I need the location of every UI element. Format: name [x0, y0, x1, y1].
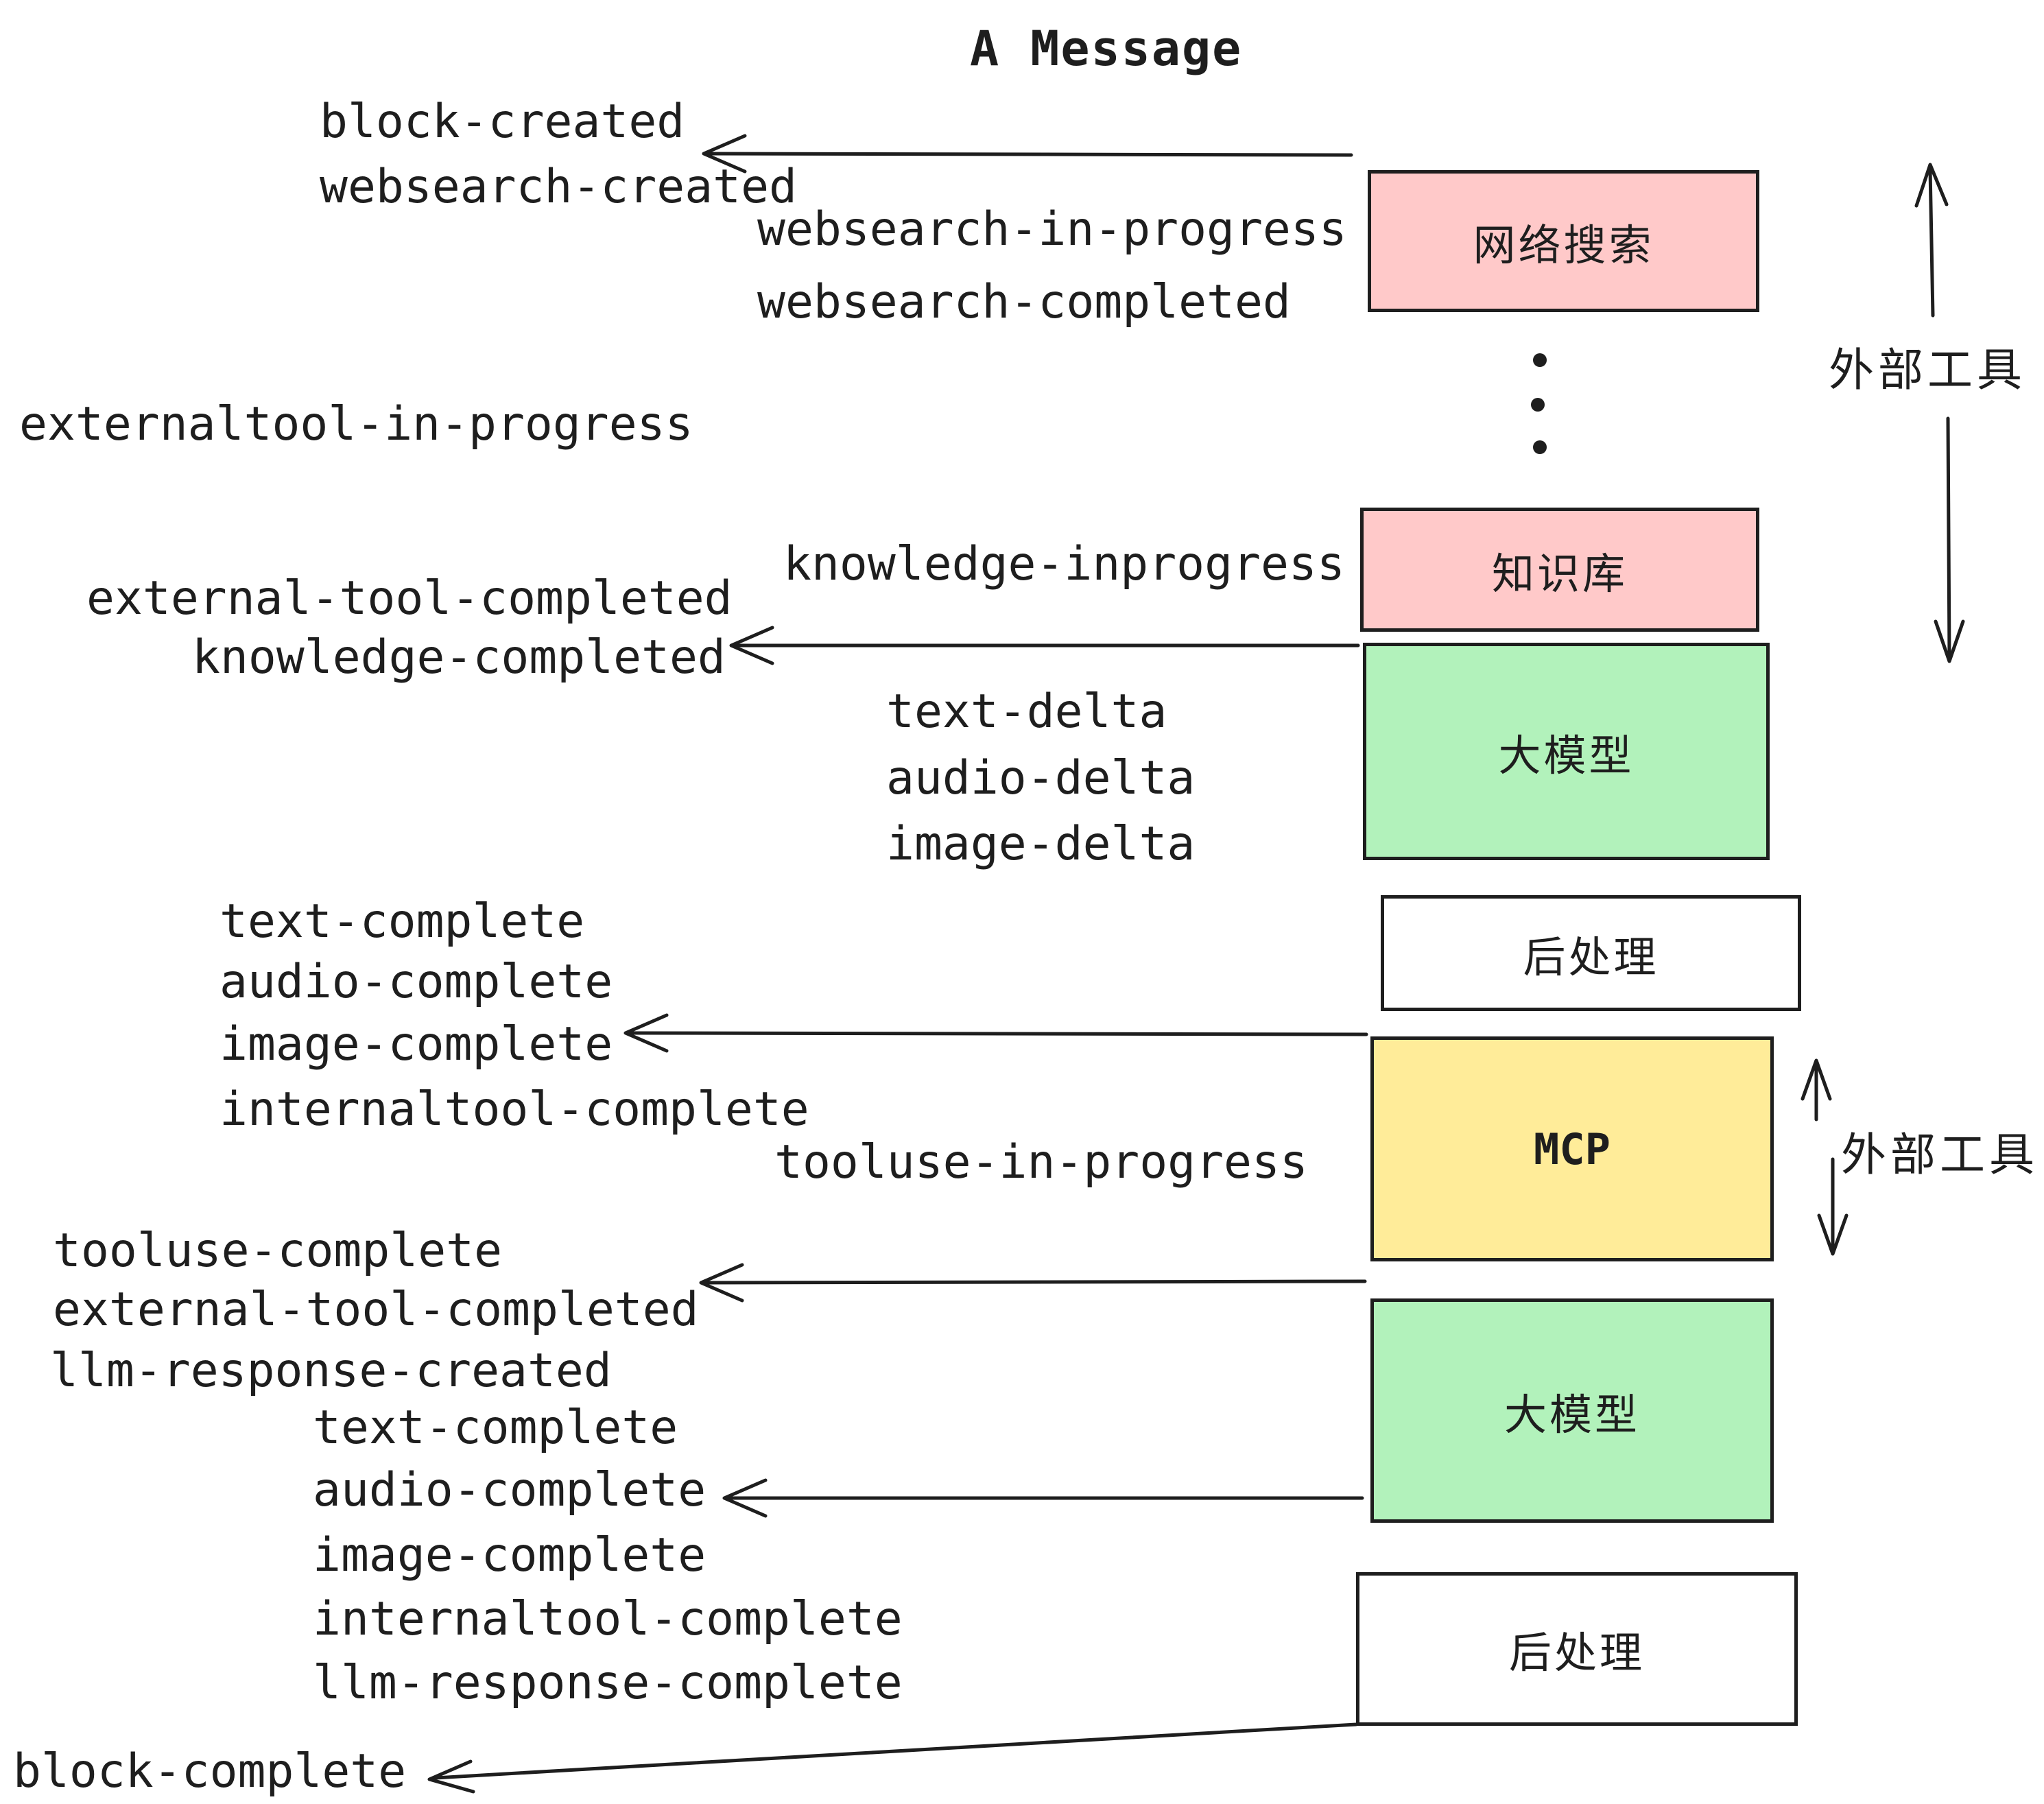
box-llm-2: 大模型: [1370, 1298, 1774, 1523]
arrow-to-tooluse-complete: [699, 1263, 1367, 1303]
vertical-ellipsis-icon: [1531, 353, 1547, 454]
box-mcp: MCP: [1370, 1036, 1774, 1261]
arrow-to-block-complete: [427, 1722, 1358, 1794]
external-tools-top-double-arrow: [1914, 163, 1965, 663]
event-label-block-created: block-created: [320, 95, 685, 149]
event-label-external-tool-completed-2: external-tool-completed: [53, 1283, 699, 1337]
box-postprocess-2: 后处理: [1356, 1572, 1798, 1726]
box-postprocess-1: 后处理: [1381, 895, 1801, 1011]
event-label-audio-complete-2: audio-complete: [313, 1463, 706, 1517]
box-websearch: 网络搜索: [1368, 170, 1759, 312]
side-label-external-tools-top: 外部工具: [1829, 344, 2026, 395]
arrow-to-audio-complete: [722, 1478, 1364, 1518]
event-label-tooluse-complete: tooluse-complete: [53, 1224, 503, 1278]
event-label-knowledge-completed: knowledge-completed: [192, 630, 726, 685]
event-label-internaltool-complete: internaltool-complete: [219, 1082, 809, 1137]
box-websearch-label: 网络搜索: [1473, 222, 1654, 270]
event-label-audio-delta: audio-delta: [886, 751, 1196, 805]
box-mcp-label: MCP: [1534, 1124, 1611, 1174]
event-label-websearch-completed: websearch-completed: [757, 275, 1291, 329]
event-label-text-complete-2: text-complete: [313, 1401, 678, 1455]
event-label-knowledge-inprogress: knowledge-inprogress: [783, 537, 1345, 591]
event-label-image-complete-2: image-complete: [313, 1528, 706, 1582]
side-label-external-tools-mid: 外部工具: [1841, 1129, 2039, 1180]
box-knowledge-label: 知识库: [1491, 550, 1628, 598]
event-label-llm-response-created: llm-response-created: [50, 1344, 612, 1398]
arrow-to-block-created: [702, 134, 1353, 174]
arrow-to-image-complete: [623, 1013, 1368, 1053]
box-knowledge: 知识库: [1360, 508, 1759, 632]
event-label-websearch-in-progress: websearch-in-progress: [757, 202, 1347, 257]
box-postprocess-1-label: 后处理: [1523, 934, 1659, 982]
external-tools-mid-double-arrow: [1801, 1058, 1849, 1256]
event-label-external-tool-completed: external-tool-completed: [86, 571, 733, 626]
diagram-title: A Message: [970, 21, 1243, 77]
box-postprocess-2-label: 后处理: [1508, 1630, 1645, 1677]
box-llm-1: 大模型: [1363, 643, 1770, 860]
event-label-internaltool-complete-2: internaltool-complete: [313, 1592, 903, 1646]
event-label-llm-response-complete: llm-response-complete: [313, 1656, 903, 1710]
event-label-image-delta: image-delta: [886, 817, 1196, 871]
event-label-tooluse-in-progress: tooluse-in-progress: [774, 1135, 1308, 1189]
event-label-text-complete: text-complete: [219, 894, 585, 949]
box-llm-1-label: 大模型: [1498, 732, 1635, 780]
event-label-audio-complete: audio-complete: [219, 955, 613, 1009]
box-llm-2-label: 大模型: [1504, 1391, 1640, 1439]
event-label-image-complete: image-complete: [219, 1017, 613, 1071]
event-label-externaltool-in-progress: externaltool-in-progress: [19, 397, 693, 451]
event-label-block-complete: block-complete: [13, 1744, 407, 1799]
event-label-text-delta: text-delta: [886, 685, 1167, 739]
event-label-websearch-created: websearch-created: [320, 160, 797, 214]
arrow-to-knowledge-completed: [729, 626, 1360, 665]
